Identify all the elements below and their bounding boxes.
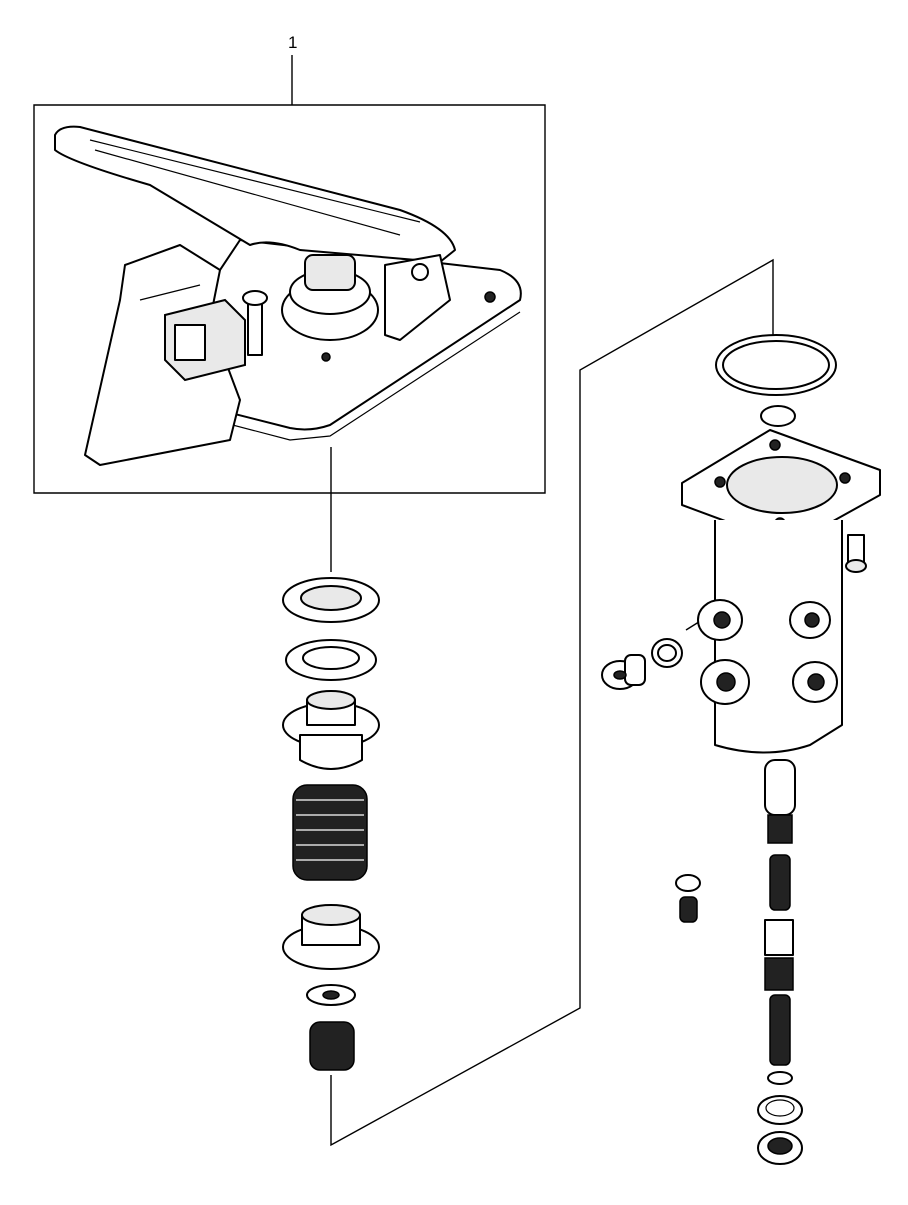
brake-pedal-assembly[interactable] (55, 127, 521, 465)
seal-ring[interactable] (283, 578, 379, 622)
valve-spring-upper[interactable] (770, 855, 790, 910)
piston-upper[interactable] (283, 691, 379, 769)
left-parts-column (283, 578, 379, 1070)
valve-body[interactable] (682, 335, 880, 753)
valve-insert[interactable] (765, 920, 793, 990)
return-spring[interactable] (293, 785, 367, 880)
piston-lower[interactable] (283, 905, 379, 969)
callout-label-1[interactable]: 1 (288, 33, 298, 52)
valve-spring-lower[interactable] (770, 995, 790, 1065)
o-ring[interactable] (758, 1096, 802, 1124)
right-parts-column (676, 760, 802, 1164)
washer[interactable] (286, 640, 376, 680)
plunger[interactable] (765, 760, 795, 843)
small-washer[interactable] (307, 985, 355, 1005)
small-valve[interactable] (676, 875, 700, 922)
small-spring[interactable] (310, 1022, 354, 1070)
assembly-frame (34, 55, 545, 493)
plug[interactable] (602, 639, 682, 689)
end-cap[interactable] (758, 1132, 802, 1164)
